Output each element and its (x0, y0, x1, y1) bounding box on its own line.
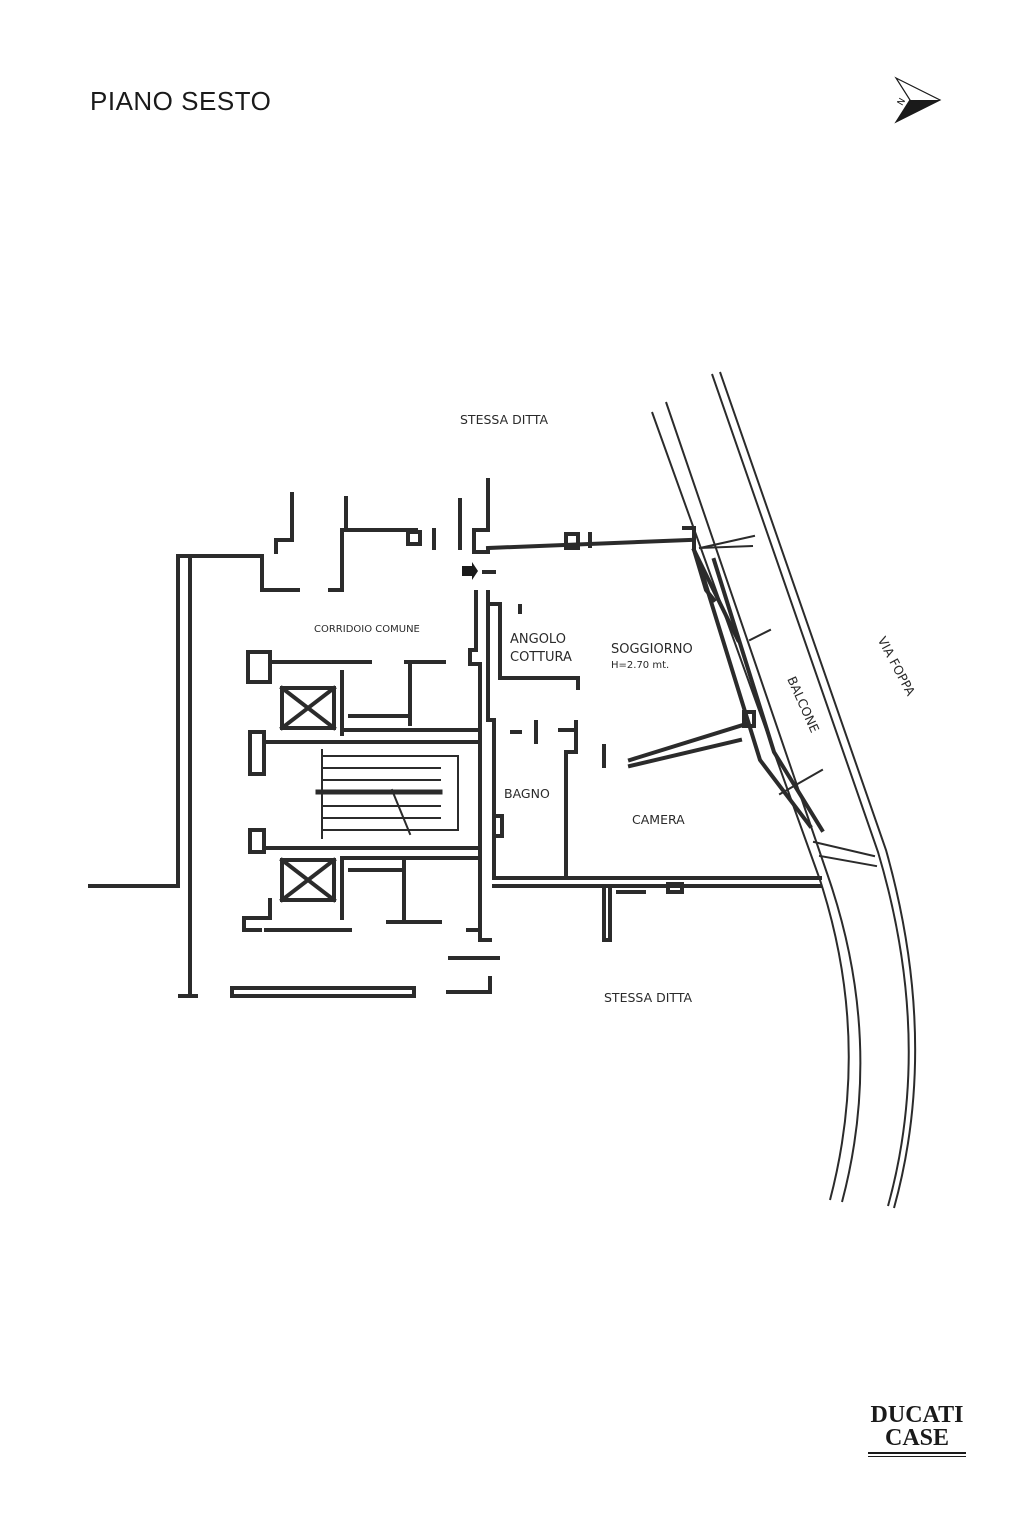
brand-logo: DUCATI CASE (868, 1402, 966, 1457)
label-height: H=2.70 mt. (611, 660, 670, 671)
entry-arrow-icon (462, 562, 478, 580)
label-top-neighbor: STESSA DITTA (460, 412, 549, 427)
north-arrow-icon: N (894, 76, 942, 124)
logo-line1: DUCATI (870, 1402, 964, 1428)
label-bath: BAGNO (504, 786, 550, 801)
page-title: PIANO SESTO (90, 86, 272, 116)
label-corridor: CORRIDOIO COMUNE (314, 624, 420, 635)
compass-letter: N (896, 97, 908, 108)
logo-line2: CASE (884, 1424, 950, 1451)
label-kitchen-line1: ANGOLO (510, 632, 566, 647)
west-wall (88, 554, 300, 888)
label-kitchen-line2: COTTURA (510, 650, 572, 665)
label-living: SOGGIORNO (611, 642, 693, 657)
label-bedroom: CAMERA (632, 812, 685, 827)
label-bottom-neighbor: STESSA DITTA (604, 990, 693, 1005)
